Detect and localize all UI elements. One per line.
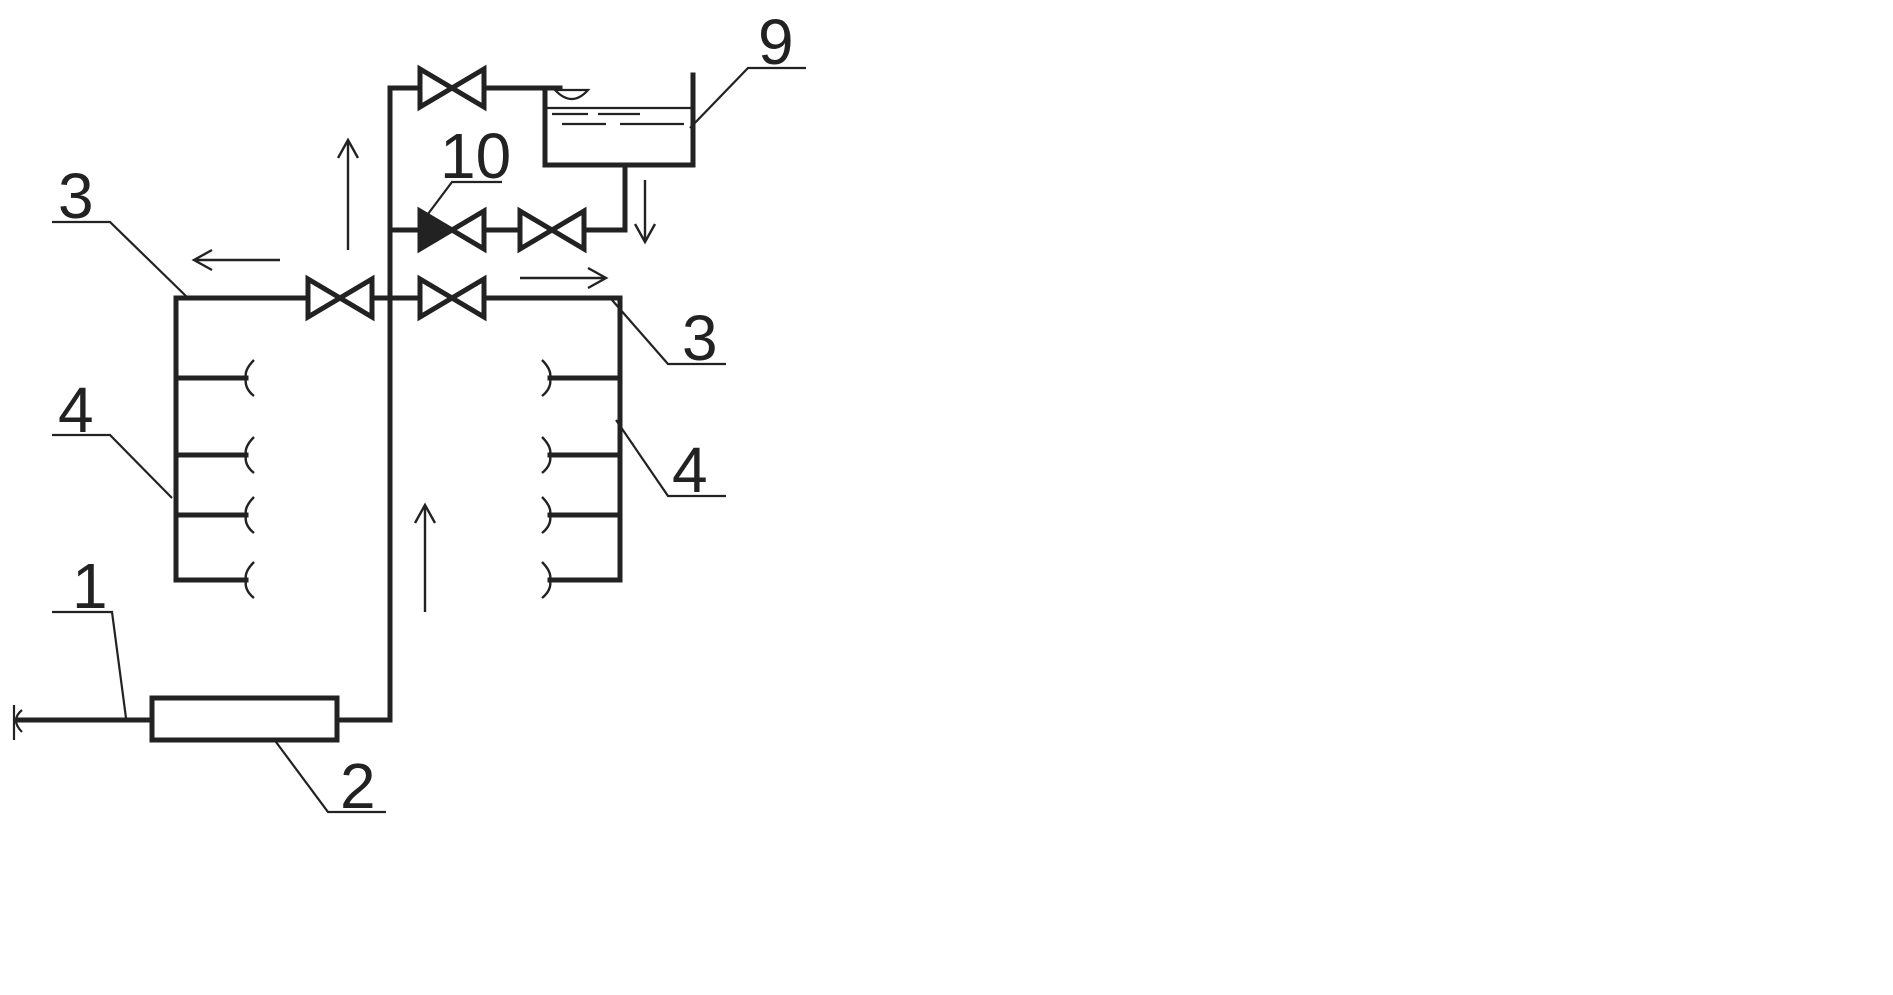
top-gate-valve-icon	[420, 69, 484, 107]
flow-arrow-left-icon	[191, 248, 280, 272]
main-riser	[334, 85, 423, 723]
tank-return-pipe	[387, 162, 628, 233]
label-3-right: 3	[682, 302, 718, 374]
float-valve-icon	[552, 88, 591, 101]
flow-arrow-down-icon	[633, 180, 657, 245]
left-manifold	[173, 295, 249, 583]
label-9: 9	[758, 6, 794, 78]
flow-arrow-up-main-icon	[413, 502, 437, 612]
left-nozzle-icons	[244, 359, 255, 599]
label-3-left: 3	[58, 160, 94, 232]
outlet-pipe	[12, 705, 155, 740]
label-4-right: 4	[672, 434, 708, 506]
expansion-tank	[542, 72, 696, 168]
right-branch-valve-icon	[420, 279, 484, 317]
right-nozzle-icons	[541, 359, 552, 599]
check-valve-icon	[417, 206, 487, 254]
heater-unit	[149, 695, 340, 743]
label-4-left: 4	[58, 374, 94, 446]
return-gate-valve-icon	[520, 211, 584, 249]
left-branch-valve-icon	[308, 279, 372, 317]
label-2: 2	[340, 750, 376, 822]
label-1: 1	[72, 550, 108, 622]
right-manifold	[547, 295, 623, 583]
label-10: 10	[440, 120, 511, 192]
leader-lines	[52, 66, 806, 814]
flow-arrow-up-top-icon	[336, 137, 360, 250]
flow-arrow-right-icon	[520, 266, 609, 290]
